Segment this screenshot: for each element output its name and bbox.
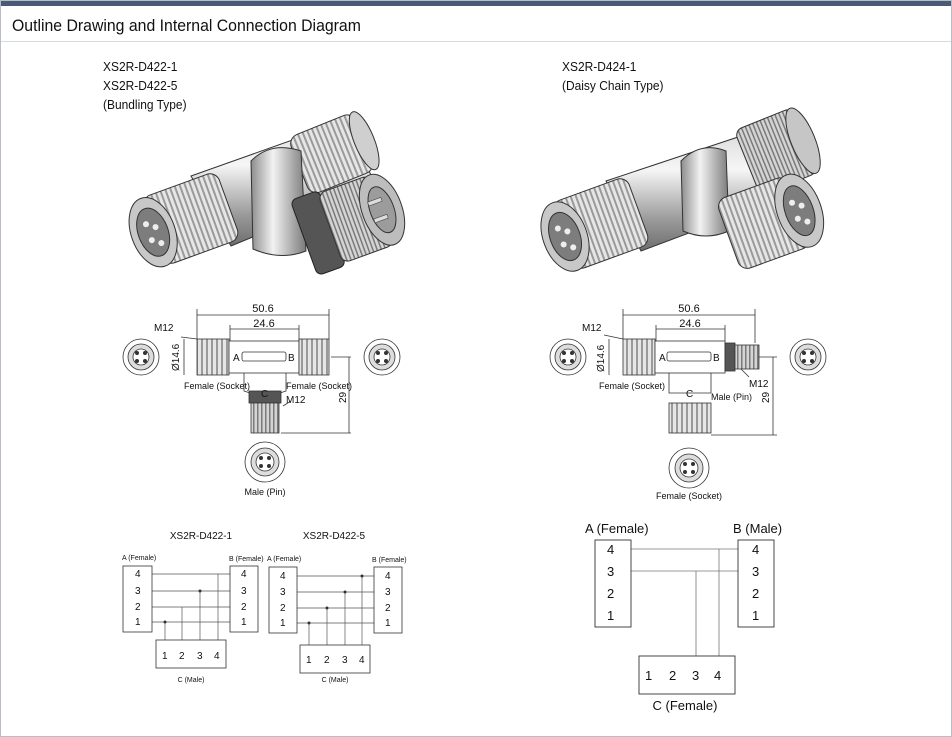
left-model-line-1: XS2R-D422-1 [103,59,178,74]
header-accent-bar [1,1,951,6]
wiring-d422-1-bottom-pin: 4 [214,651,220,662]
wiring-d424-1-bottom-pin: 2 [669,668,676,683]
left-port-b: B [288,353,295,364]
wiring-d424-1-right-pin: 4 [752,542,759,557]
left-connector-illustration [128,111,406,275]
right-end-view-b [789,338,827,376]
right-model-line: XS2R-D424-1 [562,59,637,74]
wiring-d424-1-left-pin: 2 [607,586,614,601]
wiring-d424-1-right-pin: 3 [752,564,759,579]
left-c-side-label: Male (Pin) [244,487,285,497]
right-dimension-drawing [549,309,827,489]
wiring-d424-1-bottom-pin: 3 [692,668,699,683]
wiring-d422-1-left-pin: 3 [135,586,141,597]
wiring-d422-1-right-pin: 2 [241,602,247,613]
left-end-view-b [363,338,401,376]
left-dim-overall: 50.6 [252,303,273,315]
wiring-d422-1-left-header: A (Female) [122,555,156,562]
wiring-d422-1-title: XS2R-D422-1 [170,531,233,542]
right-c-side-label: Female (Socket) [656,491,722,501]
wiring-d422-5-left-header: A (Female) [267,556,301,563]
wiring-d422-1-bottom-pin: 1 [162,651,168,662]
right-dim-inner: 24.6 [679,318,700,330]
wiring-d422-1-left-pin: 4 [135,569,141,580]
wiring-d424-1-right-header: B (Male) [733,521,782,536]
left-thread-label: M12 [154,323,174,334]
wiring-d422-5-right-header: B (Female) [372,557,407,564]
left-a-side-label: Female (Socket) [184,381,250,391]
wiring-d422-1-left-pin: 2 [135,602,141,613]
wiring-d422-1-bottom-pin: 3 [197,651,203,662]
wiring-d422-5-left-pin: 1 [280,618,286,629]
wiring-d422-5-left-pin: 3 [280,587,286,598]
right-thread-label: M12 [582,323,602,334]
wiring-d422-1-right-header: B (Female) [229,556,264,563]
wiring-d424-1-left-pin: 3 [607,564,614,579]
wiring-d422-5-right-pin: 2 [385,603,391,614]
left-type-label: (Bundling Type) [103,97,187,112]
right-end-view-c [668,447,710,489]
left-dim-height: 29 [338,391,349,403]
right-connector-illustration [540,107,825,272]
wiring-d422-1-bottom-pin: 2 [179,651,185,662]
wiring-d424-1-left-pin: 1 [607,608,614,623]
right-port-a: A [659,353,666,364]
page-title: Outline Drawing and Internal Connection … [12,16,361,35]
left-b-side-label: Female (Socket) [286,381,352,391]
wiring-d422-5-bottom-caption: C (Male) [322,677,349,684]
right-dim-overall: 50.6 [678,303,699,315]
wiring-d422-1-right-pin: 3 [241,586,247,597]
wiring-d422-5-bottom-pin: 3 [342,655,348,666]
right-b-side-label: Male (Pin) [711,392,752,402]
wiring-d422-5-bottom-pin: 2 [324,655,330,666]
wiring-diagram-d422-5: XS2R-D422-5 A (Female) B (Female) C (Mal… [267,531,407,684]
wiring-d424-1-right-pin: 2 [752,586,759,601]
wiring-diagram-d424-1: A (Female) B (Male) C (Female) 4 3 2 1 4… [585,521,782,713]
left-dimension-drawing [122,309,401,483]
right-port-b: B [713,353,720,364]
left-end-view-c [244,441,286,483]
right-thread-right-label: M12 [749,379,769,390]
right-dim-height: 29 [761,391,772,403]
wiring-d422-5-right-pin: 1 [385,618,391,629]
wiring-d422-5-right-pin: 3 [385,587,391,598]
wiring-d422-5-title: XS2R-D422-5 [303,531,366,542]
right-type-label: (Daisy Chain Type) [562,78,664,93]
left-port-c: C [261,389,268,400]
wiring-d424-1-right-pin: 1 [752,608,759,623]
wiring-d422-5-left-pin: 2 [280,603,286,614]
right-dim-diameter: Ø14.6 [596,344,607,372]
right-dimension-labels: 50.6 24.6 Ø14.6 29 M12 M12 A B C Female … [582,303,772,501]
left-model-line-2: XS2R-D422-5 [103,78,178,93]
left-end-view-a [122,338,160,376]
right-end-view-a [549,338,587,376]
wiring-d422-1-left-pin: 1 [135,617,141,628]
left-dim-inner: 24.6 [253,318,274,330]
wiring-d424-1-bottom-pin: 4 [714,668,721,683]
left-port-a: A [233,353,240,364]
title-bar: Outline Drawing and Internal Connection … [1,6,951,42]
wiring-diagram-d422-1: XS2R-D422-1 A (Female) B (Female) C (Mal… [122,531,264,684]
wiring-d422-1-bottom-caption: C (Male) [178,677,205,684]
left-thread-bottom-label: M12 [286,395,306,406]
wiring-d424-1-bottom-caption: C (Female) [652,698,717,713]
right-port-c: C [686,389,693,400]
wiring-d424-1-left-header: A (Female) [585,521,649,536]
wiring-d422-5-left-pin: 4 [280,571,286,582]
wiring-d424-1-bottom-pin: 1 [645,668,652,683]
right-a-side-label: Female (Socket) [599,381,665,391]
wiring-d422-5-bottom-pin: 1 [306,655,312,666]
wiring-d422-5-bottom-pin: 4 [359,655,365,666]
left-dim-diameter: Ø14.6 [171,343,182,371]
left-dimension-labels: 50.6 24.6 Ø14.6 29 M12 M12 A B C Female … [154,303,352,497]
wiring-d422-5-right-pin: 4 [385,571,391,582]
wiring-d422-1-right-pin: 1 [241,617,247,628]
wiring-d424-1-left-pin: 4 [607,542,614,557]
wiring-d422-1-right-pin: 4 [241,569,247,580]
